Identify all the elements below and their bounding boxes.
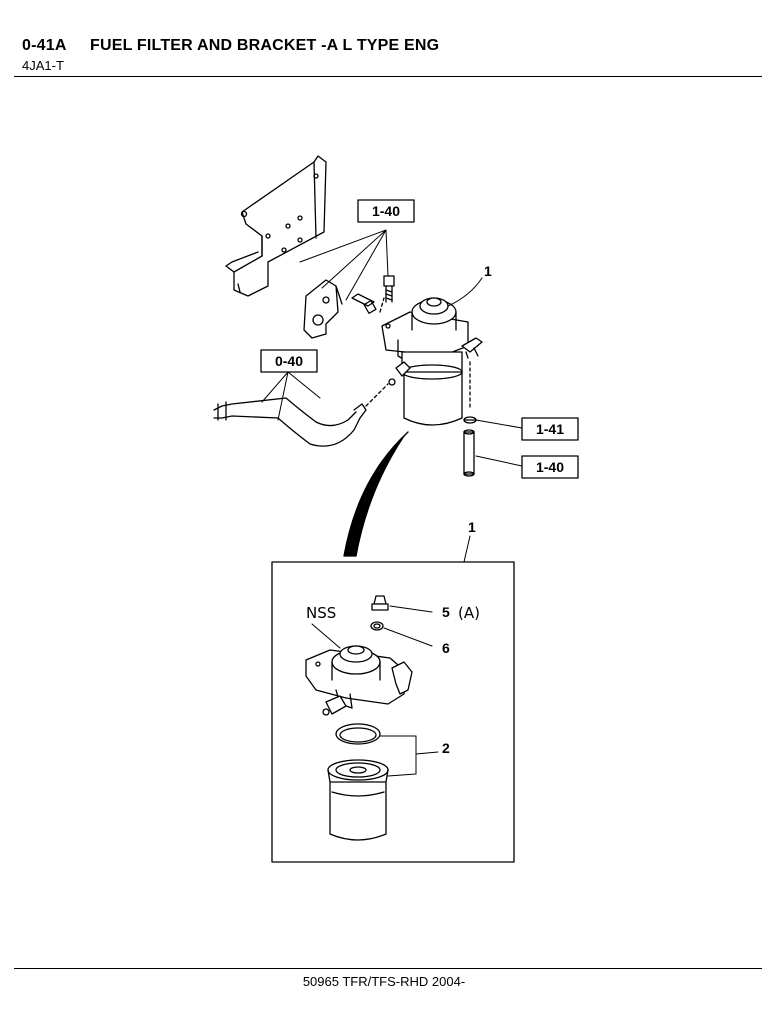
bolt-upper bbox=[383, 275, 395, 303]
drain-pipe bbox=[463, 429, 475, 477]
filter-bracket bbox=[303, 279, 343, 339]
fuel-filter-assembly bbox=[381, 297, 483, 426]
page-title: 0-41A FUEL FILTER AND BRACKET -A L TYPE E… bbox=[22, 37, 439, 55]
filter-element bbox=[327, 759, 389, 841]
label-ref-hose: 0-40 bbox=[275, 353, 303, 369]
label-ref-bracket: 1-40 bbox=[372, 203, 400, 219]
label-ref-seal: 1-41 bbox=[536, 421, 564, 437]
detail-frame bbox=[271, 561, 515, 863]
label-item-plug-note: (A) bbox=[458, 604, 480, 622]
bolt-lower bbox=[351, 293, 377, 314]
vent-plug bbox=[371, 595, 433, 613]
fuel-hose bbox=[213, 383, 389, 447]
callout-box-hose bbox=[260, 349, 318, 373]
label-item-plug: 5 bbox=[442, 604, 450, 620]
header-divider bbox=[14, 76, 762, 77]
filter-head-detail bbox=[305, 623, 413, 716]
o-ring-seal bbox=[463, 416, 477, 424]
page-footer: 50965 TFR/TFS-RHD 2004- bbox=[302, 974, 466, 989]
footer-divider bbox=[14, 968, 762, 969]
filter-o-ring bbox=[335, 723, 381, 745]
detail-pointer bbox=[343, 431, 409, 557]
label-item-washer: 6 bbox=[442, 640, 450, 656]
label-item-element: 2 bbox=[442, 740, 450, 756]
label-ref-pipe: 1-40 bbox=[536, 459, 564, 475]
label-item-filter-top: 1 bbox=[484, 263, 492, 279]
section-title: FUEL FILTER AND BRACKET -A L TYPE ENG bbox=[90, 37, 440, 54]
label-nss: NSS bbox=[306, 604, 336, 622]
section-code: 0-41A bbox=[22, 37, 67, 54]
callout-box-pipe bbox=[521, 455, 579, 479]
callout-box-seal bbox=[521, 417, 579, 441]
mounting-bracket bbox=[225, 155, 327, 297]
engine-model: 4JA1-T bbox=[22, 58, 64, 73]
callout-box-bracket bbox=[357, 199, 415, 223]
washer bbox=[370, 621, 433, 647]
label-item-filter-detail: 1 bbox=[468, 519, 476, 535]
